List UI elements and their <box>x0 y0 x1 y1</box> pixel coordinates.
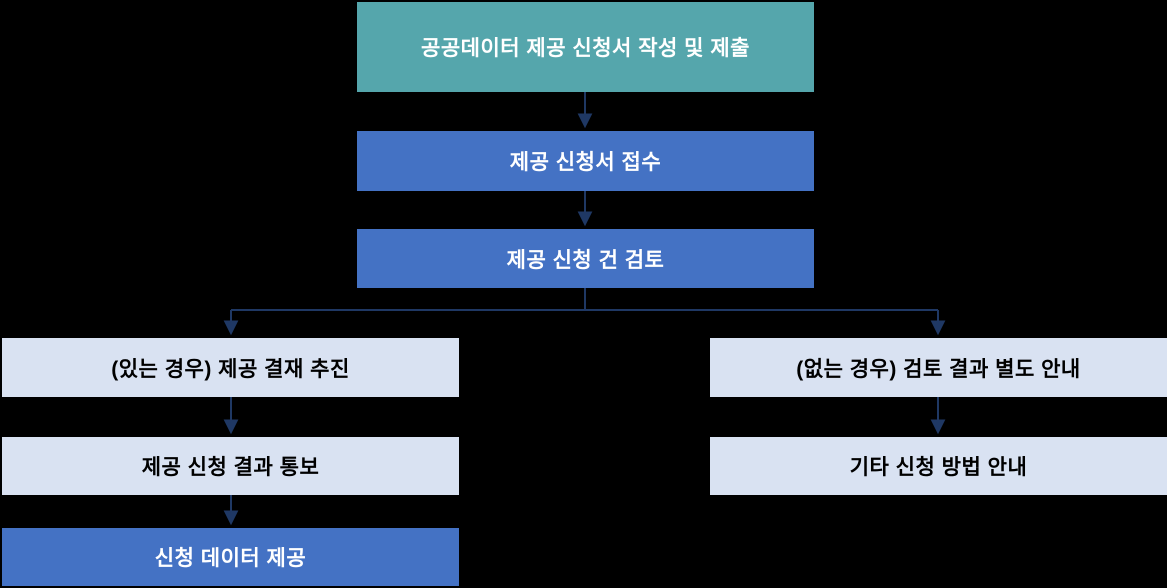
flow-node-result-notification: 제공 신청 결과 통보 <box>2 437 459 495</box>
flow-node-submit-application: 공공데이터 제공 신청서 작성 및 제출 <box>357 2 814 92</box>
flow-node-receive-application: 제공 신청서 접수 <box>357 131 814 191</box>
flow-node-provide-data: 신청 데이터 제공 <box>2 528 459 586</box>
flow-node-separate-notice-if-unavailable: (없는 경우) 검토 결과 별도 안내 <box>710 338 1167 397</box>
flow-node-review-request: 제공 신청 건 검토 <box>357 229 814 288</box>
flow-node-approval-if-available: (있는 경우) 제공 결재 추진 <box>2 338 459 397</box>
flow-node-other-application-method: 기타 신청 방법 안내 <box>710 437 1167 495</box>
